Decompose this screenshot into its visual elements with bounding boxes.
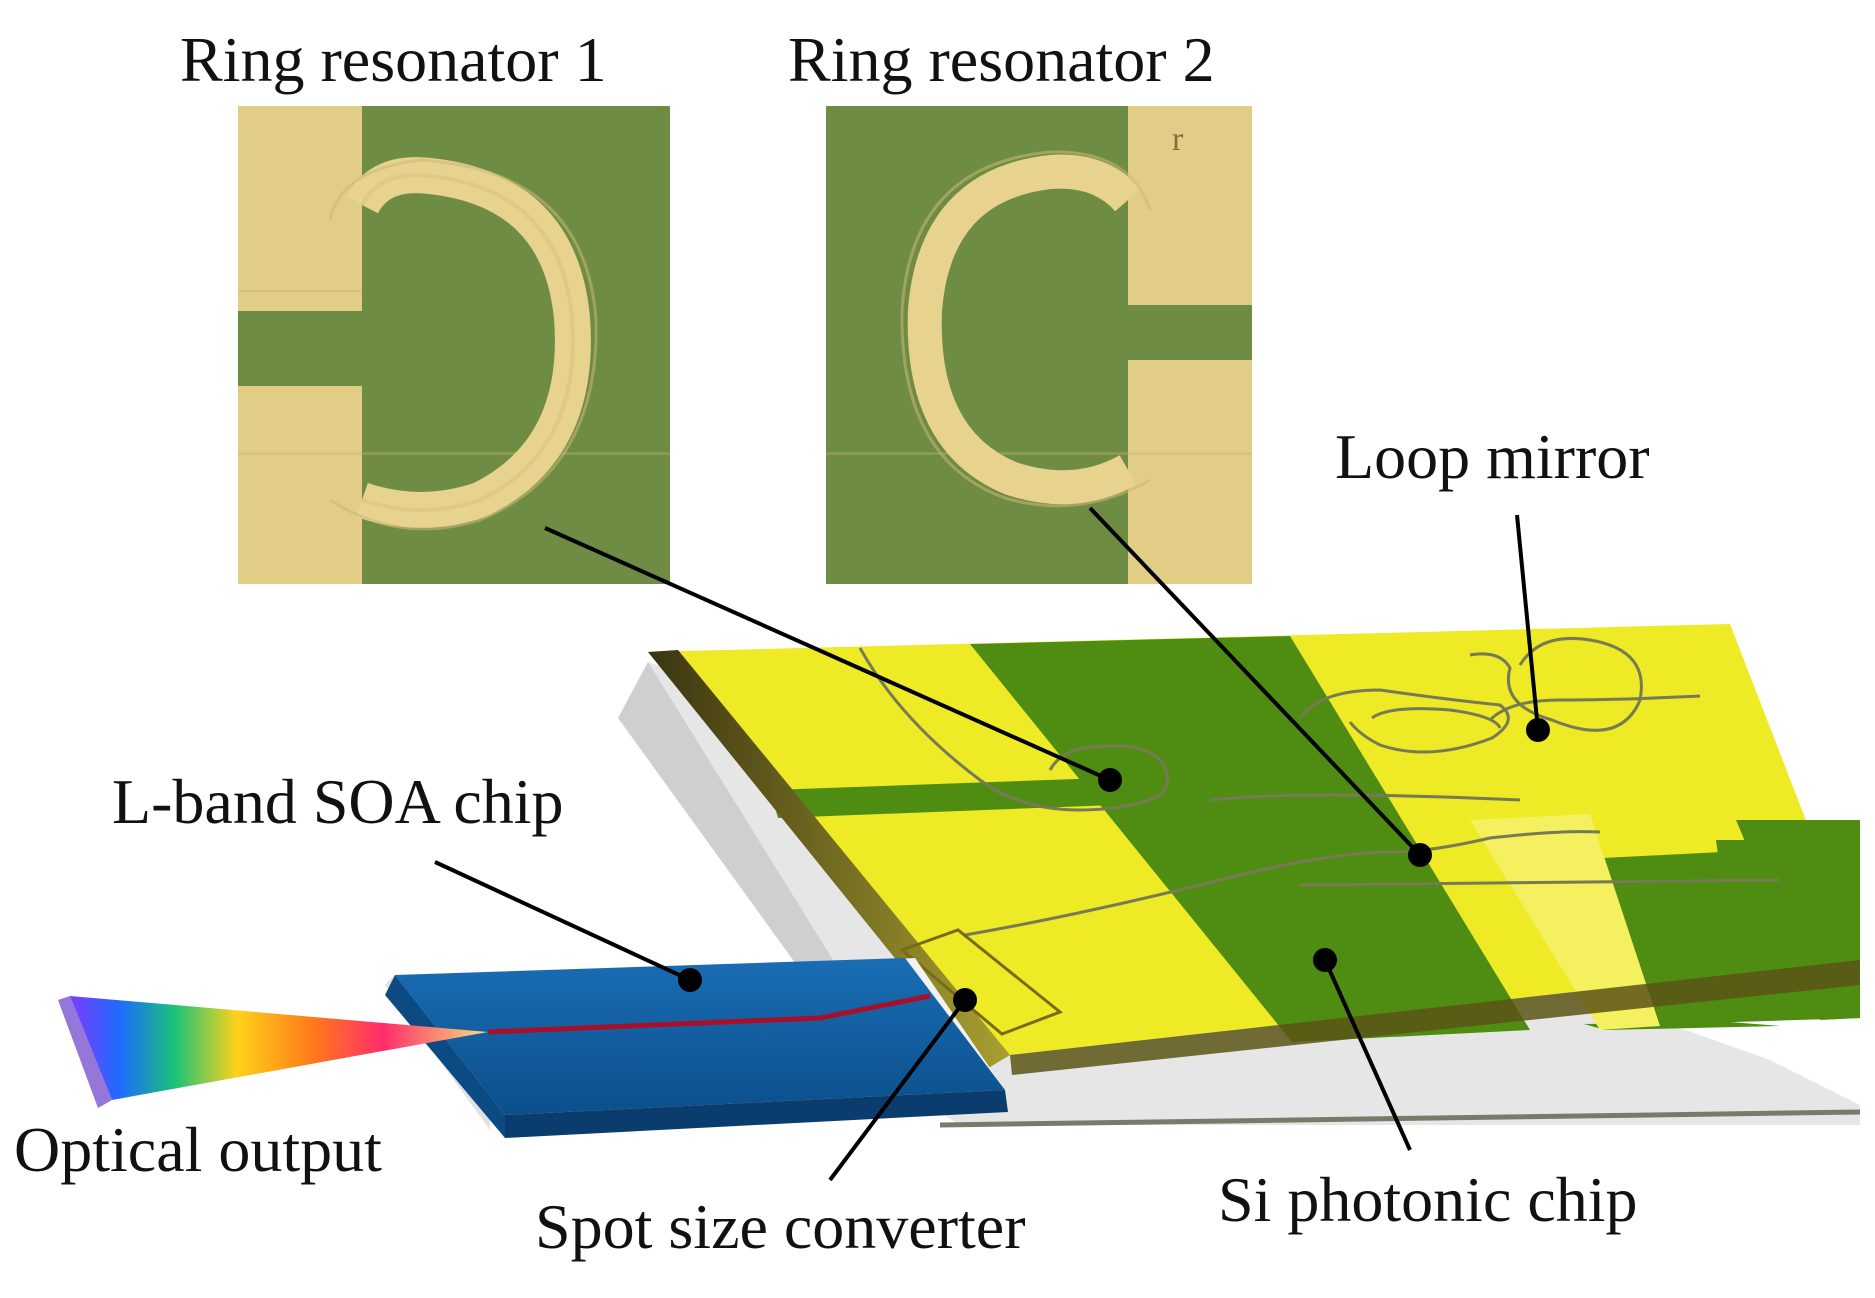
optical-output-beam (58, 996, 488, 1108)
svg-text:r: r (1172, 121, 1184, 158)
label-optical-output: Optical output (14, 1114, 382, 1185)
ring-resonator-1-micrograph (238, 106, 670, 584)
label-soa-chip: L-band SOA chip (112, 766, 564, 837)
ring-resonator-2-micrograph: r (826, 106, 1252, 584)
label-ring-resonator-2: Ring resonator 2 (788, 24, 1215, 95)
label-ring-resonator-1: Ring resonator 1 (180, 24, 607, 95)
leader-loop-mirror (1515, 514, 1540, 731)
dot-soa-chip (678, 968, 702, 992)
soa-chip (385, 958, 1008, 1138)
dot-ring-2 (1408, 843, 1432, 867)
leader-ring-1 (544, 526, 1111, 782)
label-spot-size-converter: Spot size converter (535, 1191, 1026, 1262)
label-loop-mirror: Loop mirror (1335, 421, 1650, 492)
leader-soa-chip (434, 860, 691, 982)
dot-ssc (953, 988, 977, 1012)
label-si-photonic-chip: Si photonic chip (1218, 1164, 1638, 1235)
leader-si-chip (1323, 959, 1412, 1151)
leader-ring-2 (1088, 506, 1422, 857)
leader-dots (678, 718, 1550, 1012)
leader-lines (434, 506, 1540, 1182)
dot-si-chip (1313, 948, 1337, 972)
leader-ssc (828, 998, 967, 1182)
dot-ring-1 (1098, 768, 1122, 792)
dot-loop-mirror (1526, 718, 1550, 742)
